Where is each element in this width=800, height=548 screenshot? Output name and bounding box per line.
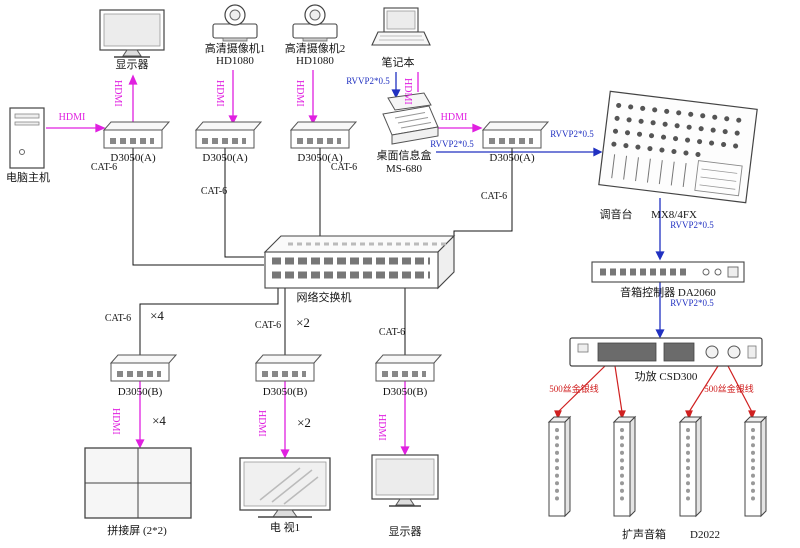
mult-label-hdmi-b1: ×4 [152, 413, 166, 428]
rvvp-label-msbox: RVVP2*0.5 [430, 139, 474, 149]
cat6-lines [132, 148, 513, 356]
speaker-wire-lines [554, 365, 756, 420]
tv1-label: 电 视1 [269, 522, 301, 534]
pc-label: 电脑主机 [6, 172, 50, 184]
amp-label: 功放 CSD300 [634, 371, 698, 383]
rvvp-label-ctrl-amp: RVVP2*0.5 [670, 298, 714, 308]
mult-label-hdmi-b2: ×2 [297, 415, 311, 430]
d3050b-3 [374, 354, 443, 382]
d3050b2-label: D3050(B) [262, 386, 308, 398]
speaker-2 [612, 415, 637, 518]
hdmi-label-msbox: HDMI [440, 112, 468, 123]
speaker-controller [591, 261, 745, 283]
monitor-top [99, 9, 165, 58]
network-switch [263, 234, 456, 290]
hdmi-label-camera2: HDMI [294, 80, 305, 107]
d3050a-4 [481, 121, 550, 149]
hdmi-label-monitor-top: HDMI [112, 80, 123, 107]
monitor-bottom [371, 454, 439, 507]
monitor-top-label: 显示器 [115, 59, 149, 71]
cat6-label-b2: CAT-6 [254, 320, 282, 331]
speakers-model: D2022 [690, 529, 720, 541]
d3050a1-label: D3050(A) [110, 152, 156, 164]
rvvp-label-laptop: RVVP2*0.5 [346, 76, 390, 86]
d3050b3-label: D3050(B) [382, 386, 428, 398]
rvvp-label-mixer-ctrl: RVVP2*0.5 [670, 220, 714, 230]
hdmi-label-b3: HDMI [376, 414, 387, 441]
camera2-label: 高清摄像机2 [284, 43, 346, 55]
d3050b-1 [109, 354, 178, 382]
d3050a2-label: D3050(A) [202, 152, 248, 164]
hdmi-label-b1: HDMI [110, 408, 121, 435]
d3050a-2 [194, 121, 263, 149]
controller-label: 音箱控制器 DA2060 [620, 287, 716, 299]
d3050a4-label: D3050(A) [489, 152, 535, 164]
cat6-label-b1: CAT-6 [104, 313, 132, 324]
power-amplifier [569, 337, 763, 367]
camera2-model: HD1080 [296, 55, 334, 67]
camera1-model: HD1080 [216, 55, 254, 67]
mixer-model: MX8/4FX [651, 209, 697, 221]
speaker-1 [547, 415, 572, 518]
wire-label-left: 500丝金银线 [549, 384, 599, 394]
hdmi-lines [46, 70, 483, 459]
mixer-console [598, 90, 758, 204]
cat6-label-a1: CAT-6 [90, 162, 118, 173]
hdmi-label-b2: HDMI [256, 410, 267, 437]
rvvp-lines [391, 72, 665, 339]
videowall-label: 拼接屏 (2*2) [107, 525, 167, 537]
rvvp-label-premixer: RVVP2*0.5 [550, 129, 594, 139]
video-wall [84, 447, 192, 519]
pc-tower [9, 107, 45, 169]
tv-1 [239, 457, 331, 518]
cat6-label-a4: CAT-6 [480, 191, 508, 202]
mixer-label: 调音台 [599, 209, 633, 221]
laptop-label: 笔记本 [381, 57, 415, 69]
camera1-label: 高清摄像机1 [204, 43, 266, 55]
d3050b1-label: D3050(B) [117, 386, 163, 398]
laptop [371, 7, 431, 46]
mult-label-cat6-b1: ×4 [150, 308, 164, 323]
msbox-label: 桌面信息盒 [376, 150, 432, 162]
d3050a3-label: D3050(A) [297, 152, 343, 164]
speakers-label: 扩声音箱 [622, 529, 666, 541]
d3050b-2 [254, 354, 323, 382]
mult-label-cat6-b2: ×2 [296, 315, 310, 330]
wire-label-right: 500丝金银线 [704, 384, 754, 394]
camera-2 [292, 4, 338, 42]
speaker-4 [743, 415, 768, 518]
d3050a-1 [102, 121, 171, 149]
speaker-3 [678, 415, 703, 518]
hdmi-label-camera1: HDMI [214, 80, 225, 107]
hdmi-label-pc: HDMI [58, 112, 86, 123]
msbox-model: MS-680 [385, 163, 423, 175]
monitor-bottom-label: 显示器 [388, 526, 422, 538]
desktop-info-box [382, 92, 439, 145]
cat6-label-a3: CAT-6 [330, 162, 358, 173]
camera-1 [212, 4, 258, 42]
d3050a-3 [289, 121, 358, 149]
hdmi-label-laptop: HDMI [402, 78, 413, 105]
switch-label: 网络交换机 [296, 292, 352, 304]
cat6-label-b3: CAT-6 [378, 327, 406, 338]
cat6-label-a2: CAT-6 [200, 186, 228, 197]
